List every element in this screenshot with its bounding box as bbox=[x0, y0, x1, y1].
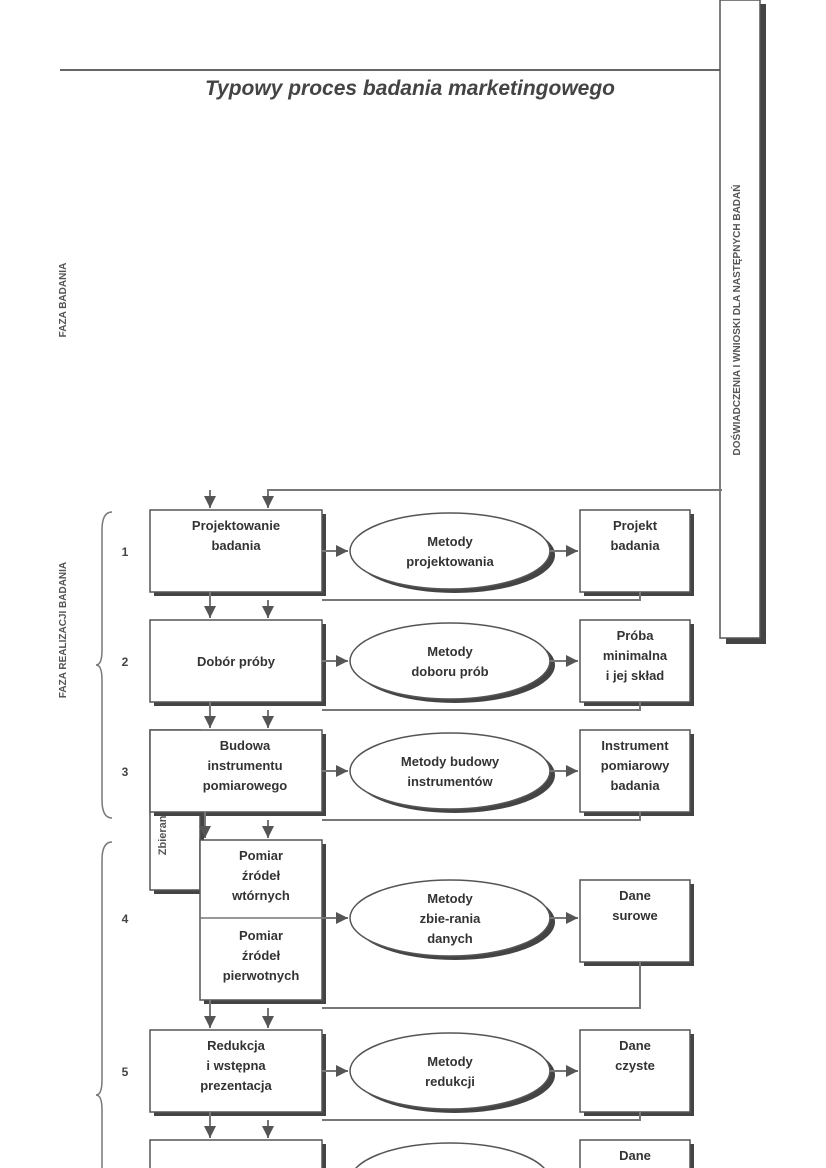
method-label: redukcji bbox=[425, 1074, 475, 1089]
method-label: doboru prób bbox=[411, 664, 488, 679]
stage-box: Budowa instrumentu pomiarowego bbox=[149, 729, 326, 816]
side-label-bottom: FAZA REALIZACJI BADANIA bbox=[58, 562, 69, 698]
output-box: Dane surowe bbox=[579, 879, 694, 966]
diagram-title: Typowy proces badania marketingowego bbox=[205, 77, 615, 100]
stage-box: Dobór próby bbox=[149, 619, 326, 706]
process-step-3: 3 Budowa instrumentu pomiarowego Metody budo… bbox=[122, 729, 694, 838]
feedback-arrow bbox=[262, 489, 722, 508]
method-label: zbie-rania bbox=[420, 911, 481, 926]
feedback-box: DOŚWIADCZENIA I WNIOSKI DLA NASTĘPNYCH B… bbox=[719, 0, 766, 644]
step-number: 4 bbox=[122, 912, 129, 926]
output-label: Dane bbox=[619, 1038, 651, 1053]
process-step-1: 1 Projektowanie badania Metody projektowania… bbox=[122, 509, 694, 618]
return-line bbox=[322, 702, 641, 711]
output-label: pomiarowy bbox=[601, 758, 670, 773]
output-label: Dane bbox=[619, 1148, 651, 1163]
output-label: Próba bbox=[617, 628, 655, 643]
stage-label: Budowa bbox=[220, 738, 271, 753]
method-label: Metody bbox=[427, 1054, 473, 1069]
output-label: czyste bbox=[615, 1058, 655, 1073]
return-line bbox=[322, 962, 641, 1009]
method-ellipse: Metody redukcji bbox=[349, 1032, 555, 1113]
step-number: 2 bbox=[122, 655, 129, 669]
stage-box: Redukcja i wstępna prezentacja bbox=[149, 1029, 326, 1116]
stage-label: prezentacja bbox=[200, 1078, 272, 1093]
step-number: 5 bbox=[122, 1065, 129, 1079]
stage-box: Analiza bbox=[149, 1139, 326, 1168]
step-number: 1 bbox=[122, 545, 129, 559]
stage-label: wtórnych bbox=[231, 888, 290, 903]
process-step-6: 6AnalizaMetodyDane bbox=[149, 1139, 694, 1168]
stage-label: Pomiar bbox=[239, 928, 283, 943]
output-box: Próba minimalna i jej skład bbox=[579, 619, 694, 706]
stage-label: Projektowanie bbox=[192, 518, 280, 533]
method-label: Metody budowy bbox=[401, 754, 500, 769]
stage-box: PomiarźródełwtórnychPomiarźródełpierwotn… bbox=[199, 839, 326, 1004]
output-label: i jej skład bbox=[606, 668, 665, 683]
bracket-bottom bbox=[95, 841, 113, 1168]
method-label: Metody bbox=[427, 534, 473, 549]
output-label: badania bbox=[610, 778, 660, 793]
step-number: 3 bbox=[122, 765, 129, 779]
return-line bbox=[322, 592, 641, 601]
output-label: Projekt bbox=[613, 518, 658, 533]
stage-label: i wstępna bbox=[206, 1058, 266, 1073]
method-ellipse: Metody budowy instrumentów bbox=[349, 732, 555, 813]
method-ellipse: Metody doboru prób bbox=[349, 622, 555, 703]
bracket-top bbox=[95, 511, 113, 819]
method-label: instrumentów bbox=[407, 774, 493, 789]
method-ellipse: Metody zbie-rania danych bbox=[349, 879, 555, 960]
stage-label: instrumentu bbox=[207, 758, 282, 773]
return-line bbox=[322, 1112, 641, 1121]
stage-label: pomiarowego bbox=[203, 778, 288, 793]
stage-label: źródeł bbox=[242, 868, 281, 883]
process-step-2: 2 Dobór próby Metody doboru prób Próba minima… bbox=[122, 619, 694, 728]
method-label: projektowania bbox=[406, 554, 494, 569]
stage-label: badania bbox=[211, 538, 261, 553]
feedback-label: DOŚWIADCZENIA I WNIOSKI DLA NASTĘPNYCH B… bbox=[730, 185, 743, 456]
output-label: Instrument bbox=[601, 738, 669, 753]
output-box: Projekt badania bbox=[579, 509, 694, 596]
stage-label: pierwotnych bbox=[223, 968, 300, 983]
output-box: Dane bbox=[579, 1139, 694, 1168]
method-label: danych bbox=[427, 931, 473, 946]
output-box: Dane czyste bbox=[579, 1029, 694, 1116]
stage-label: Redukcja bbox=[207, 1038, 266, 1053]
method-ellipse: Metody projektowania bbox=[349, 512, 555, 593]
method-label: Metody bbox=[427, 644, 473, 659]
stage-label: źródeł bbox=[242, 948, 281, 963]
process-step-4: 4PomiarźródełwtórnychPomiarźródełpierwot… bbox=[122, 839, 694, 1028]
output-label: Dane bbox=[619, 888, 651, 903]
side-label-top: FAZA BADANIA bbox=[58, 263, 69, 338]
output-label: badania bbox=[610, 538, 660, 553]
return-line bbox=[322, 812, 641, 821]
stage-label: Pomiar bbox=[239, 848, 283, 863]
stage-label: Dobór próby bbox=[197, 654, 276, 669]
process-step-5: 5 Redukcja i wstępna prezentacja Metody reduk… bbox=[122, 1029, 694, 1138]
output-box: Instrument pomiarowy badania bbox=[579, 729, 694, 816]
output-label: surowe bbox=[612, 908, 658, 923]
method-label: Metody bbox=[427, 891, 473, 906]
output-label: minimalna bbox=[603, 648, 668, 663]
method-ellipse: Metody bbox=[355, 1142, 545, 1168]
stage-box: Projektowanie badania bbox=[149, 509, 326, 596]
